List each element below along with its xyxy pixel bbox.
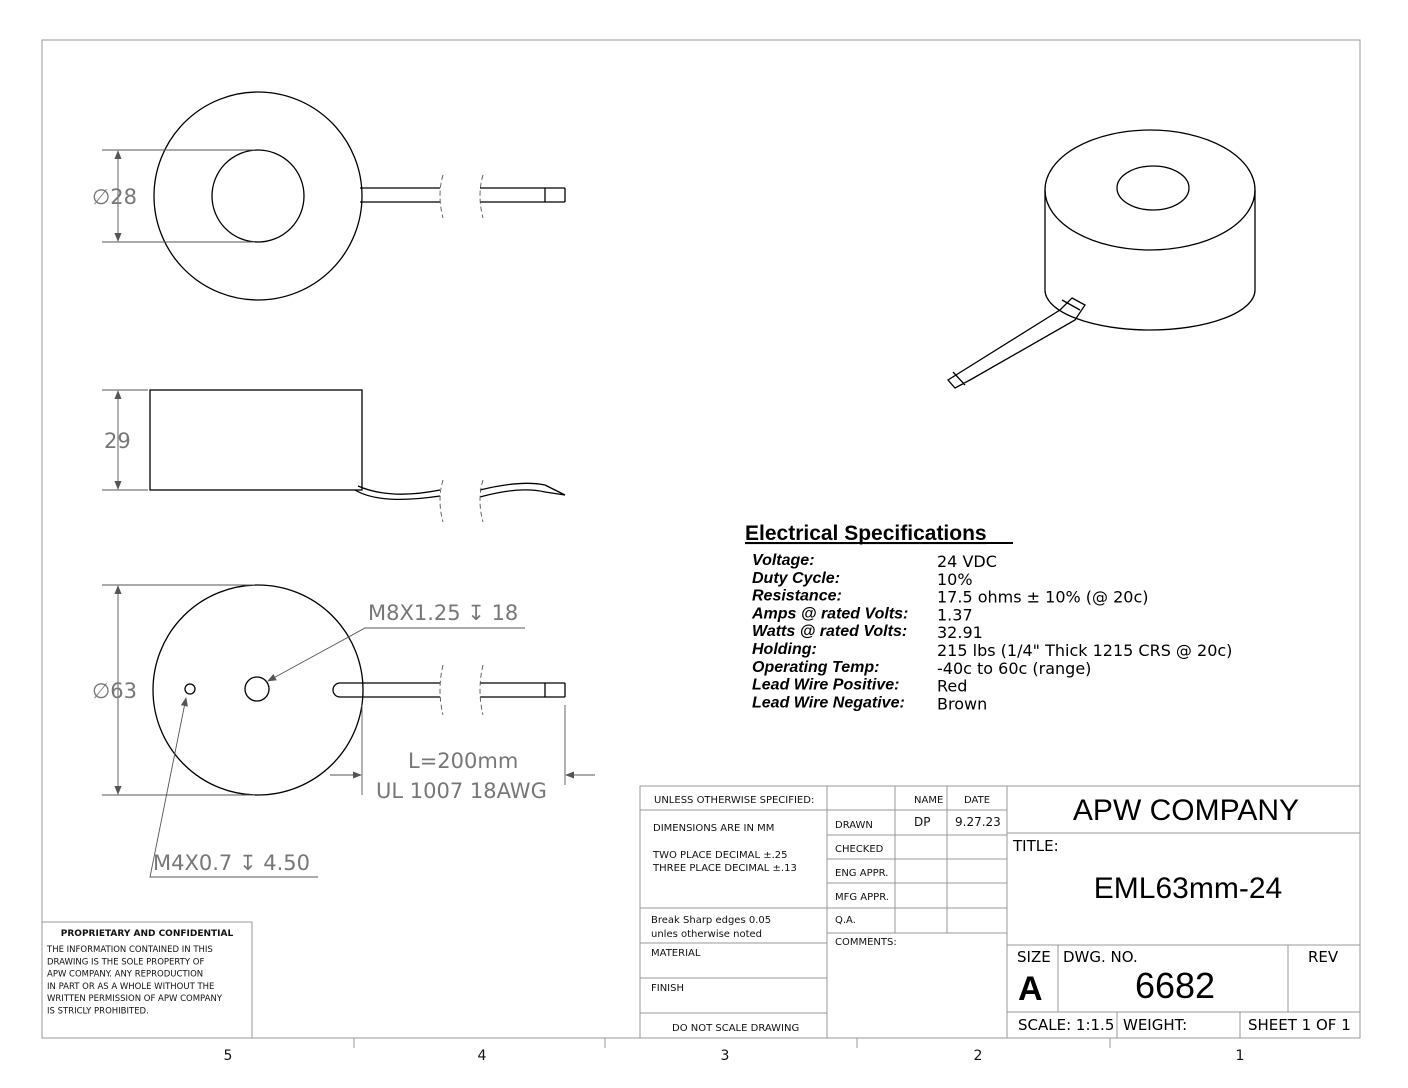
company-name: APW COMPANY bbox=[1073, 794, 1299, 827]
dimensions-note: DIMENSIONS ARE IN MM bbox=[653, 823, 774, 834]
m4-hole bbox=[184, 683, 196, 695]
zone-label: 2 bbox=[974, 1048, 983, 1064]
confidential-line: APW COMPANY. ANY REPRODUCTION bbox=[47, 970, 203, 980]
drawn-date: 9.27.23 bbox=[955, 815, 1001, 829]
part-title: EML63mm-24 bbox=[1094, 872, 1282, 905]
break-edges-note: Break Sharp edges 0.05 bbox=[651, 915, 771, 926]
do-not-scale: DO NOT SCALE DRAWING bbox=[672, 1023, 799, 1034]
dwg-no-label: DWG. NO. bbox=[1063, 948, 1138, 966]
bottom-view: ∅63 M8X1.25 ↧ 18 L=200mm UL 1007 18AWG M… bbox=[92, 584, 595, 878]
drawing-number: 6682 bbox=[1135, 965, 1215, 1006]
spec-value: 1.37 bbox=[937, 605, 973, 624]
sheet-label: SHEET 1 OF 1 bbox=[1248, 1016, 1351, 1034]
scale-label: SCALE: 1:1.5 bbox=[1018, 1016, 1114, 1034]
confidential-line: WRITTEN PERMISSION OF APW COMPANY bbox=[47, 994, 223, 1004]
spec-label: Amps @ rated Volts: bbox=[751, 605, 908, 622]
zone-label: 4 bbox=[478, 1048, 487, 1064]
spec-label: Duty Cycle: bbox=[752, 570, 840, 587]
zone-markers: 5 4 3 2 1 bbox=[224, 1038, 1245, 1064]
spec-value: Red bbox=[937, 677, 967, 696]
size-label: SIZE bbox=[1017, 948, 1051, 966]
spec-label: Watts @ rated Volts: bbox=[752, 623, 907, 640]
finish-label: FINISH bbox=[651, 983, 684, 994]
spec-value: 215 lbs (1/4" Thick 1215 CRS @ 20c) bbox=[937, 641, 1232, 660]
lead-wire-spec: UL 1007 18AWG bbox=[376, 779, 547, 803]
confidential-line: IS STRICLY PROHIBITED. bbox=[47, 1007, 149, 1017]
spec-label: Holding: bbox=[752, 641, 817, 658]
spec-label: Lead Wire Negative: bbox=[752, 694, 905, 711]
confidential-line: DRAWING IS THE SOLE PROPERTY OF bbox=[47, 957, 204, 967]
height-29-dimension: 29 bbox=[104, 429, 131, 453]
date-header: DATE bbox=[964, 795, 990, 806]
spec-label: Operating Temp: bbox=[752, 659, 879, 676]
break-edges-note-2: unles otherwise noted bbox=[651, 929, 762, 940]
comments-label: COMMENTS: bbox=[835, 937, 897, 948]
m8-thread-callout: M8X1.25 ↧ 18 bbox=[368, 601, 518, 625]
spec-value: -40c to 60c (range) bbox=[937, 659, 1091, 678]
name-header: NAME bbox=[914, 795, 943, 806]
three-place-tolerance: THREE PLACE DECIMAL ±.13 bbox=[652, 863, 797, 874]
spec-value: 10% bbox=[937, 570, 973, 589]
zone-label: 5 bbox=[224, 1048, 233, 1064]
diameter-28-dimension: ∅28 bbox=[92, 185, 137, 209]
spec-value: 32.91 bbox=[937, 623, 983, 642]
spec-value: 24 VDC bbox=[937, 552, 997, 571]
two-place-tolerance: TWO PLACE DECIMAL ±.25 bbox=[652, 850, 787, 861]
m8-hole bbox=[244, 676, 270, 702]
spec-value: 17.5 ohms ± 10% (@ 20c) bbox=[937, 588, 1149, 607]
lead-length-dimension: L=200mm bbox=[408, 749, 518, 773]
title-block: UNLESS OTHERWISE SPECIFIED: NAME DATE DI… bbox=[639, 785, 1361, 1039]
side-view: 29 bbox=[102, 389, 566, 523]
electrical-specifications: Electrical Specifications Voltage: 24 VDC… bbox=[745, 522, 1232, 713]
role-eng-appr: ENG APPR. bbox=[835, 868, 888, 879]
drawn-name: DP bbox=[914, 815, 930, 829]
unless-specified: UNLESS OTHERWISE SPECIFIED: bbox=[654, 795, 814, 806]
confidential-line: IN PART OR AS A WHOLE WITHOUT THE bbox=[47, 982, 214, 992]
spec-label: Resistance: bbox=[752, 588, 842, 605]
role-mfg-appr: MFG APPR. bbox=[835, 892, 889, 903]
weight-label: WEIGHT: bbox=[1123, 1016, 1187, 1034]
specs-title: Electrical Specifications bbox=[745, 522, 987, 545]
spec-label: Lead Wire Positive: bbox=[752, 677, 899, 694]
zone-label: 1 bbox=[1236, 1048, 1245, 1064]
spec-value: Brown bbox=[937, 694, 987, 713]
top-view: ∅28 bbox=[92, 91, 566, 301]
zone-label: 3 bbox=[721, 1048, 730, 1064]
confidential-title: PROPRIETARY AND CONFIDENTIAL bbox=[61, 929, 234, 939]
role-qa: Q.A. bbox=[835, 915, 856, 926]
role-checked: CHECKED bbox=[835, 844, 884, 855]
confidential-block: PROPRIETARY AND CONFIDENTIAL THE INFORMA… bbox=[41, 921, 253, 1039]
size-value: A bbox=[1018, 970, 1043, 1008]
title-label: TITLE: bbox=[1012, 837, 1059, 855]
confidential-line: THE INFORMATION CONTAINED IN THIS bbox=[46, 945, 213, 955]
role-drawn: DRAWN bbox=[835, 820, 873, 831]
diameter-63-dimension: ∅63 bbox=[92, 679, 137, 703]
material-label: MATERIAL bbox=[651, 948, 701, 959]
m4-thread-callout: M4X0.7 ↧ 4.50 bbox=[153, 851, 310, 875]
rev-label: REV bbox=[1308, 948, 1339, 966]
spec-label: Voltage: bbox=[752, 552, 815, 569]
isometric-view bbox=[947, 129, 1256, 389]
